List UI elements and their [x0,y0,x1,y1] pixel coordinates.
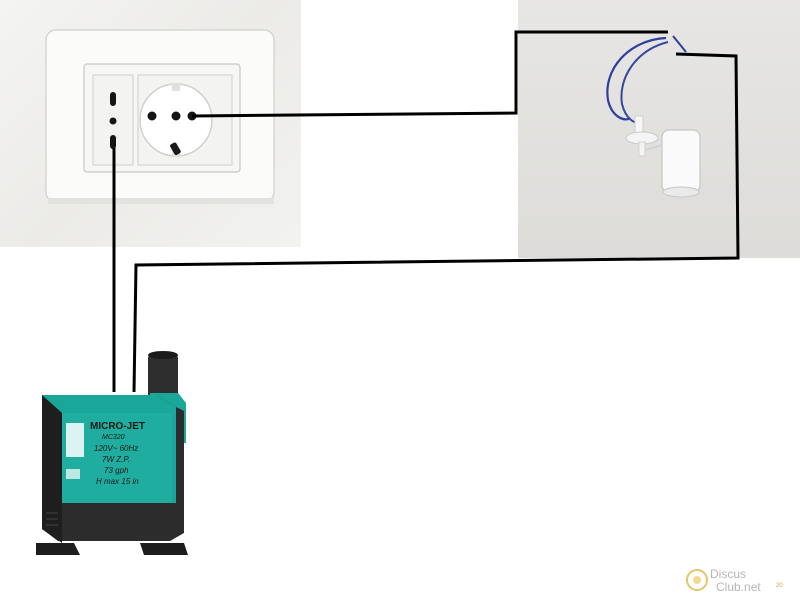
schuko-ground-clip-top [172,83,180,91]
schuko-hole-left [147,111,157,121]
pump-suction-foot-right [140,543,188,555]
discusclub-watermark: Discus Club.net 20 [686,567,783,594]
pump-certification-mark [66,469,80,479]
sensor-cable-loop-2 [620,41,669,124]
outlet-pin-hole-bottom [110,135,116,149]
plate-shadow [48,198,274,204]
schuko-key-slot [170,142,181,155]
wall-socket-photo [0,0,301,247]
pump-side [42,395,62,543]
discus-logo-icon [686,569,708,591]
sensor-stem [638,141,646,157]
pump-watts-label: 7W Z.P. [102,455,130,464]
float-sensor-photo [518,0,800,258]
schuko-hole-center [171,111,181,121]
watermark-line-1: Discus [710,567,746,581]
sensor-cable-loop-1 [606,36,667,121]
sensor-float-base [662,186,700,198]
pump-brand-label: MICRO-JET [90,421,145,432]
discus-logo-center [693,576,701,584]
outlet-pin-hole-top [110,92,116,106]
pump-brand-logo [66,423,84,457]
pump-flow-label: 73 gph [104,466,129,475]
wire-socket-to-sensor [191,30,668,118]
sensor-cable-end [672,35,687,53]
pump-model-label: MC320 [102,434,125,441]
aquarium-pump-photo: MICRO-JET MC320 120V~ 60Hz 7W Z.P. 73 gp… [0,333,238,595]
outlet-ground-hole [109,117,117,125]
pump-illustration [36,351,188,555]
pump-head-label: H max 15 in [96,477,139,486]
pump-panel-highlight [62,413,172,503]
sensor-float-arm [645,144,663,151]
pump-suction-foot-left [36,543,80,555]
wire-sensor-to-pump [132,52,740,393]
pump-outlet-opening [148,351,178,359]
watermark-line-2: Club.net [716,580,761,594]
pump-outlet-pipe [148,355,178,397]
pump-power-label: 120V~ 60Hz [94,444,139,453]
watermark-superscript: 20 [776,583,783,589]
float-switch-illustration [606,35,701,198]
